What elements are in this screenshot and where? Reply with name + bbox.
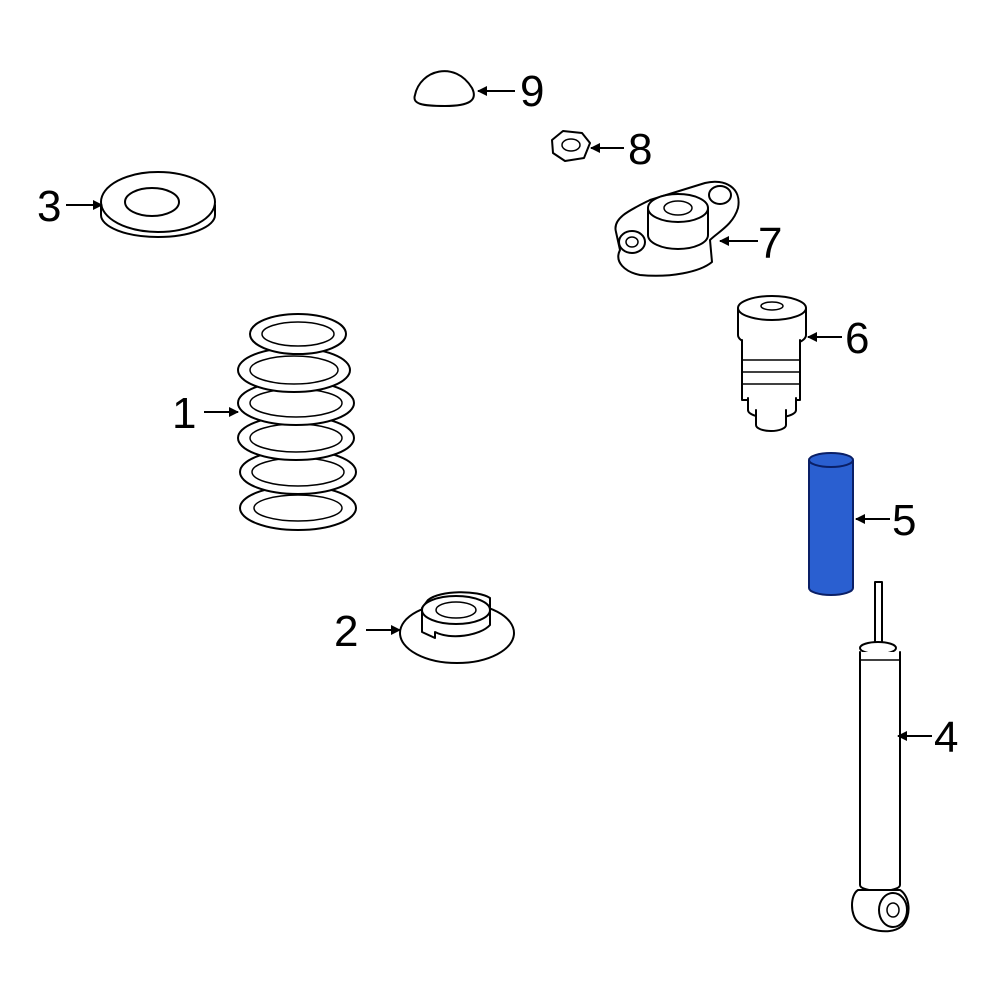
callout-9[interactable]: 9 (520, 67, 544, 116)
callout-6[interactable]: 6 (845, 314, 869, 363)
part-5-dust-boot[interactable] (808, 452, 854, 596)
callout-8[interactable]: 8 (628, 125, 652, 174)
callout-4[interactable]: 4 (934, 713, 958, 762)
callout-leaders (66, 86, 932, 741)
part-3-upper-insulator[interactable] (100, 171, 216, 238)
part-2-lower-seat[interactable] (399, 591, 515, 664)
part-4-shock-absorber[interactable] (851, 581, 910, 933)
callout-1[interactable]: 1 (172, 389, 196, 438)
part-1-coil-spring[interactable] (237, 313, 357, 531)
callout-labels: 1 2 3 4 5 6 7 8 9 (37, 67, 958, 762)
callout-3[interactable]: 3 (37, 182, 61, 231)
part-6-bump-stop[interactable] (737, 295, 807, 432)
part-7-upper-mount[interactable] (614, 180, 740, 277)
callout-7[interactable]: 7 (758, 219, 782, 268)
callout-5[interactable]: 5 (892, 496, 916, 545)
part-8-nut[interactable] (551, 130, 591, 162)
part-9-cap[interactable] (413, 70, 475, 107)
callout-2[interactable]: 2 (334, 607, 358, 656)
